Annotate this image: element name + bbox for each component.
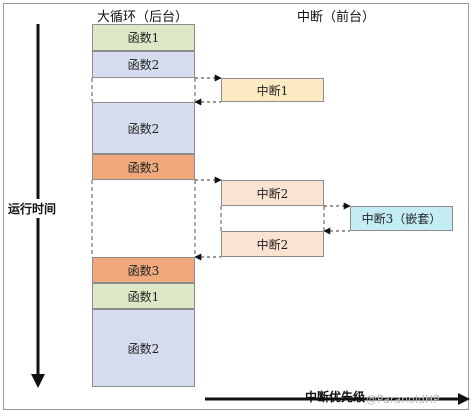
priority-axis-label: 中断优先级: [305, 390, 366, 404]
isr3-nested-box: 中断3（嵌套）: [350, 206, 453, 231]
interrupt-header: 中断（前台）: [297, 10, 376, 25]
func3-block: 函数3: [92, 257, 195, 283]
func2-block: 函数2: [92, 309, 195, 387]
func3-block: 函数3: [92, 154, 195, 180]
watermark: @ParanoidHP: [366, 393, 440, 406]
func1-block: 函数1: [92, 283, 195, 309]
priority-axis-arrowhead: [458, 393, 470, 405]
isr1-box: 中断1: [221, 78, 324, 102]
diagram-frame: [3, 3, 469, 410]
isr2-box: 中断2: [221, 231, 324, 257]
func2-block: 函数2: [92, 102, 195, 154]
func1-block: 函数1: [92, 24, 195, 51]
time-axis-label: 运行时间: [6, 199, 59, 218]
isr2-box: 中断2: [221, 180, 324, 206]
time-axis-arrowhead: [31, 374, 45, 388]
func2-block: 函数2: [92, 51, 195, 78]
main-loop-header: 大循环（后台）: [97, 10, 189, 25]
